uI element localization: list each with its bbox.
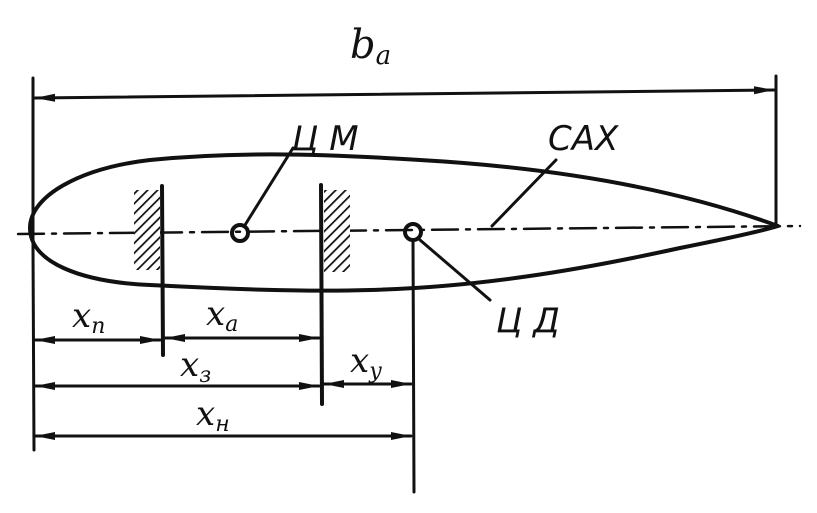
center-of-mass-leader	[243, 146, 295, 227]
x-cp-label: xн	[196, 394, 230, 437]
forward-limit-line	[160, 184, 165, 357]
center-of-pressure-vertical	[411, 238, 416, 494]
x-margin-label: xу	[350, 341, 382, 384]
rear-limit-hatch	[324, 190, 350, 272]
mac-leader	[490, 158, 558, 228]
center-of-pressure-leader	[418, 238, 492, 302]
airfoil-profile	[28, 152, 780, 293]
x-front-label: xп	[72, 296, 105, 339]
forward-limit-hatch	[134, 190, 160, 270]
center-of-pressure-point	[403, 222, 423, 242]
chord-dimension-arrow	[33, 86, 776, 102]
center-of-mass-label: Ц М	[292, 119, 359, 159]
mac-label: САХ	[548, 119, 619, 159]
x-cg-range-label: xа	[206, 294, 238, 337]
center-of-pressure-label: Ц Д	[496, 301, 560, 341]
chord-label: ba	[350, 22, 391, 71]
x-rear-label: xз	[180, 345, 211, 388]
leading-edge-datum	[31, 246, 36, 452]
rear-limit-line	[319, 183, 324, 406]
center-of-mass-point	[230, 223, 250, 243]
